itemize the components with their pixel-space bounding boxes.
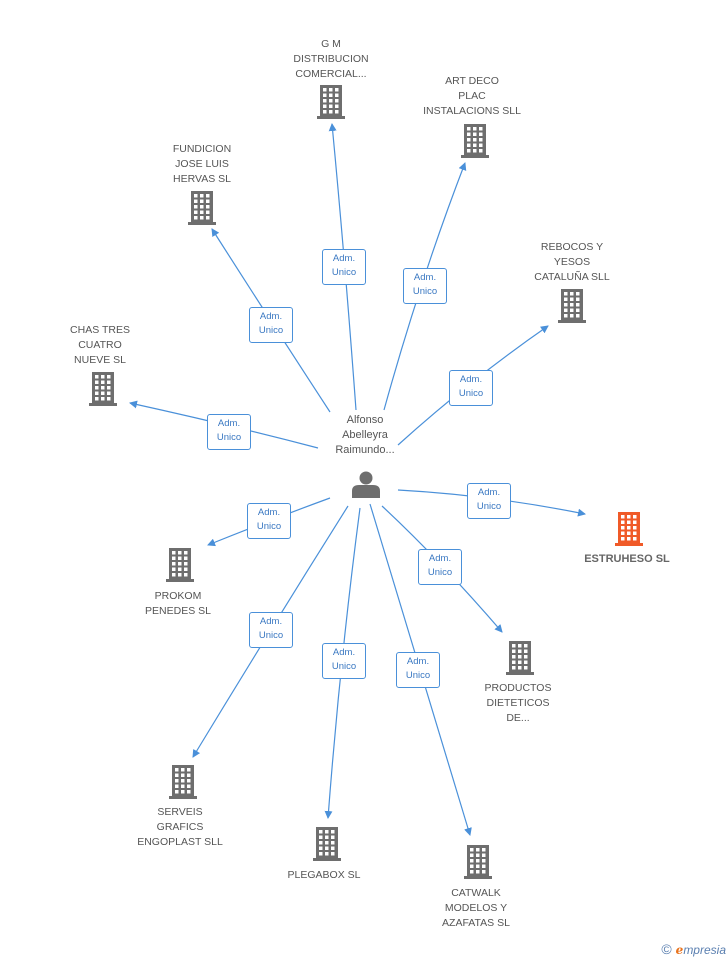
- relation-badge-chas[interactable]: Adm. Unico: [207, 414, 251, 450]
- relation-line-2: Unico: [476, 501, 502, 512]
- company-label-catwalk[interactable]: CATWALK MODELOS Y AZAFATAS SL: [442, 887, 510, 929]
- building-icon-estruheso[interactable]: [615, 512, 643, 546]
- company-label-artdeco[interactable]: ART DECO PLAC INSTALACIONS SLL: [423, 75, 521, 117]
- relation-badge-plegabox[interactable]: Adm. Unico: [322, 643, 366, 679]
- relation-badge-fundicion[interactable]: Adm. Unico: [249, 307, 293, 343]
- relation-line-2: Unico: [427, 567, 453, 578]
- relation-line-2: Unico: [331, 661, 357, 672]
- relation-line-1: Adm.: [406, 656, 430, 667]
- relation-badge-serveis[interactable]: Adm. Unico: [249, 612, 293, 648]
- relation-line-1: Adm.: [428, 553, 452, 564]
- company-label-rebocos[interactable]: REBOCOS Y YESOS CATALUÑA SLL: [534, 241, 610, 283]
- relation-badge-estruheso[interactable]: Adm. Unico: [467, 483, 511, 519]
- building-icon-prokom[interactable]: [166, 548, 194, 582]
- relation-badge-prokom[interactable]: Adm. Unico: [247, 503, 291, 539]
- relation-line-1: Adm.: [332, 647, 356, 658]
- building-icon-artdeco[interactable]: [461, 124, 489, 158]
- relation-line-2: Unico: [258, 325, 284, 336]
- relation-line-1: Adm.: [459, 374, 483, 385]
- relation-line-1: Adm.: [217, 418, 241, 429]
- relation-line-1: Adm.: [332, 253, 356, 264]
- company-label-fundicion[interactable]: FUNDICION JOSE LUIS HERVAS SL: [172, 143, 232, 185]
- relation-badge-rebocos[interactable]: Adm. Unico: [449, 370, 493, 406]
- relation-line-2: Unico: [412, 286, 438, 297]
- relation-line-2: Unico: [256, 521, 282, 532]
- relation-badge-gm[interactable]: Adm. Unico: [322, 249, 366, 285]
- person-name[interactable]: Alfonso Abelleyra Raimundo...: [335, 414, 395, 456]
- relation-badge-productos[interactable]: Adm. Unico: [418, 549, 462, 585]
- relation-line-1: Adm.: [257, 507, 281, 518]
- relation-line-1: Adm.: [259, 616, 283, 627]
- relation-line-1: Adm.: [413, 272, 437, 283]
- relation-line-2: Unico: [331, 267, 357, 278]
- building-icon-productos[interactable]: [506, 641, 534, 675]
- company-label-chas[interactable]: CHAS TRES CUATRO NUEVE SL: [70, 324, 130, 366]
- building-icon-serveis[interactable]: [169, 765, 197, 799]
- building-icon-chas[interactable]: [89, 372, 117, 406]
- company-label-prokom[interactable]: PROKOM PENEDES SL: [145, 590, 211, 617]
- building-icon-catwalk[interactable]: [464, 845, 492, 879]
- relation-line-1: Adm.: [477, 487, 501, 498]
- relation-badge-catwalk[interactable]: Adm. Unico: [396, 652, 440, 688]
- relation-line-2: Unico: [258, 630, 284, 641]
- relation-badge-artdeco[interactable]: Adm. Unico: [403, 268, 447, 304]
- building-icon-plegabox[interactable]: [313, 827, 341, 861]
- company-label-productos[interactable]: PRODUCTOS DIETETICOS DE...: [484, 682, 552, 724]
- relation-line-2: Unico: [458, 388, 484, 399]
- building-icon-rebocos[interactable]: [558, 289, 586, 323]
- building-icon-gm[interactable]: [317, 85, 345, 119]
- footer-brand[interactable]: ©empresia: [661, 941, 726, 957]
- copyright-icon: ©: [661, 941, 672, 957]
- brand-name: mpresia: [683, 943, 726, 957]
- relation-line-2: Unico: [216, 432, 242, 443]
- person-icon[interactable]: [352, 471, 380, 499]
- company-label-gm[interactable]: G M DISTRIBUCION COMERCIAL...: [293, 38, 369, 80]
- relation-line-1: Adm.: [259, 311, 283, 322]
- company-label-plegabox[interactable]: PLEGABOX SL: [287, 869, 361, 881]
- company-label-estruheso[interactable]: ESTRUHESO SL: [584, 553, 670, 565]
- building-icon-fundicion[interactable]: [188, 191, 216, 225]
- relation-line-2: Unico: [405, 670, 431, 681]
- company-label-serveis[interactable]: SERVEIS GRAFICS ENGOPLAST SLL: [137, 806, 223, 848]
- brand-logo-initial: e: [675, 943, 684, 957]
